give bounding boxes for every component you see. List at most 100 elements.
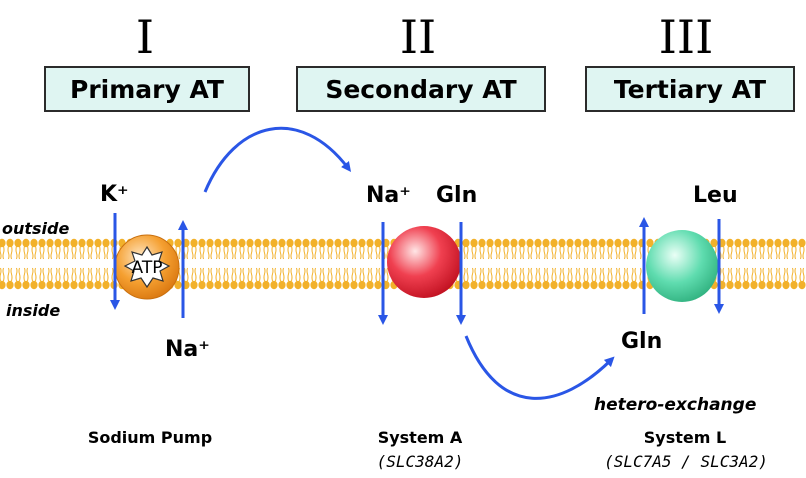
lipid-tail — [351, 245, 357, 260]
lipid-tail — [359, 267, 365, 282]
lipid-head — [518, 238, 526, 248]
lipid-head — [774, 280, 782, 290]
system-a-caption: System A — [377, 428, 463, 447]
lipid-head — [798, 280, 806, 290]
lipid-head — [342, 280, 350, 290]
lipid-tail — [599, 267, 605, 282]
lipid-tail — [87, 267, 93, 282]
lipid-tail — [79, 267, 85, 282]
lipid-head — [174, 280, 182, 290]
lipid-head — [782, 238, 790, 248]
lipid-tail — [7, 267, 13, 282]
lipid-tail — [487, 245, 493, 260]
lipid-head — [38, 238, 46, 248]
lipid-tail — [287, 245, 293, 260]
lipid-head — [478, 280, 486, 290]
lipid-tail — [759, 245, 765, 260]
lipid-tail — [63, 245, 69, 260]
lipid-head — [750, 280, 758, 290]
lipid-head — [486, 280, 494, 290]
lipid-tail — [743, 267, 749, 282]
lipid-tail — [351, 267, 357, 282]
lipid-tail — [519, 245, 525, 260]
lipid-tail — [575, 267, 581, 282]
atp-burst-icon — [123, 245, 171, 289]
lipid-head — [46, 280, 54, 290]
lipid-head — [758, 280, 766, 290]
lipid-tail — [23, 267, 29, 282]
lipid-tail — [463, 245, 469, 260]
lipid-tail — [271, 267, 277, 282]
lipid-head — [94, 280, 102, 290]
lipid-tail — [71, 245, 77, 260]
lipid-head — [750, 238, 758, 248]
lipid-head — [462, 280, 470, 290]
lipid-tail — [623, 245, 629, 260]
lipid-tail — [263, 267, 269, 282]
lipid-head — [326, 280, 334, 290]
lipid-tail — [39, 267, 45, 282]
lipid-tail — [527, 267, 533, 282]
lipid-tail — [511, 267, 517, 282]
lipid-tail — [487, 267, 493, 282]
lipid-tail — [367, 245, 373, 260]
lipid-head — [366, 280, 374, 290]
lipid-head — [526, 280, 534, 290]
lipid-tail — [727, 267, 733, 282]
lipid-head — [598, 238, 606, 248]
lipid-tail — [63, 267, 69, 282]
lipid-tail — [615, 245, 621, 260]
lipid-tail — [31, 267, 37, 282]
lipid-head — [286, 280, 294, 290]
lipid-head — [6, 238, 14, 248]
lipid-head — [358, 238, 366, 248]
lipid-tail — [783, 267, 789, 282]
outside-label: outside — [2, 219, 70, 238]
lipid-tail — [231, 267, 237, 282]
lipid-head — [574, 280, 582, 290]
lipid-tail — [535, 245, 541, 260]
lipid-tail — [383, 267, 389, 282]
lipid-tail — [311, 267, 317, 282]
lipid-head — [318, 238, 326, 248]
lipid-tail — [23, 245, 29, 260]
lipid-tail — [367, 267, 373, 282]
lipid-head — [542, 280, 550, 290]
lipid-head — [94, 238, 102, 248]
lipid-tail — [799, 245, 805, 260]
lipid-head — [78, 280, 86, 290]
lipid-head — [550, 280, 558, 290]
lipid-head — [86, 280, 94, 290]
lipid-tail — [183, 267, 189, 282]
lipid-tail — [799, 267, 805, 282]
system-l-leu-label: Leu — [693, 183, 738, 208]
lipid-tail — [775, 267, 781, 282]
lipid-head — [14, 280, 22, 290]
system-l-gln-label: Gln — [621, 329, 663, 354]
lipid-tail — [599, 245, 605, 260]
lipid-tail — [335, 245, 341, 260]
lipid-head — [198, 280, 206, 290]
lipid-head — [262, 280, 270, 290]
lipid-head — [54, 280, 62, 290]
lipid-tail — [263, 245, 269, 260]
lipid-tail — [567, 267, 573, 282]
lipid-head — [62, 238, 70, 248]
lipid-tail — [95, 245, 101, 260]
lipid-head — [542, 238, 550, 248]
lipid-tail — [551, 245, 557, 260]
lipid-tail — [71, 267, 77, 282]
lipid-head — [174, 238, 182, 248]
lipid-head — [86, 238, 94, 248]
lipid-tail — [271, 245, 277, 260]
lipid-tail — [199, 245, 205, 260]
lipid-tail — [319, 245, 325, 260]
lipid-head — [46, 238, 54, 248]
lipid-tail — [39, 245, 45, 260]
lipid-head — [534, 238, 542, 248]
lipid-head — [470, 238, 478, 248]
lipid-head — [206, 238, 214, 248]
lipid-tail — [295, 245, 301, 260]
lipid-head — [462, 238, 470, 248]
stage-2-title-text: Secondary AT — [325, 74, 517, 104]
